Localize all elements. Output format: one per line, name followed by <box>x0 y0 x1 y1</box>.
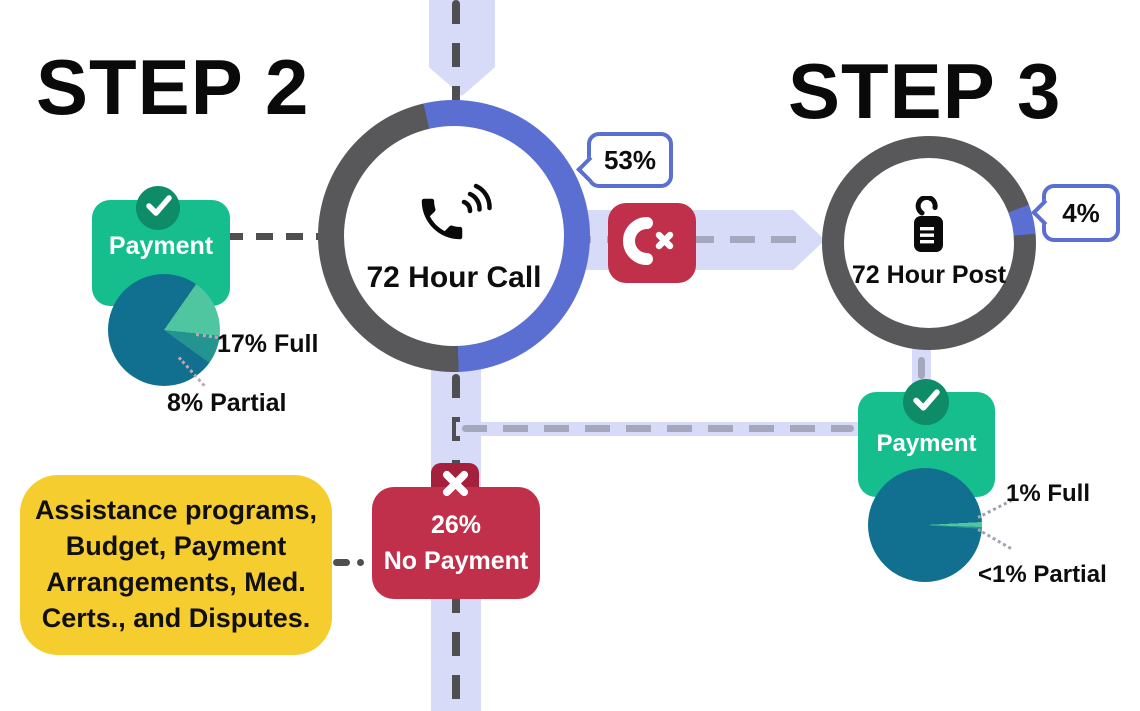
road-thin-dashed-line <box>462 425 854 432</box>
road-stub-dash <box>918 357 925 379</box>
assistance-note-line: Assistance programs, <box>34 495 318 526</box>
call-rate-value: 53% <box>603 144 657 175</box>
step3-title: STEP 3 <box>788 47 1062 135</box>
step2-title: STEP 2 <box>36 43 310 131</box>
checkmark-icon <box>145 194 172 222</box>
no-payment-percent: 26% <box>430 510 482 539</box>
left-pie-partial-label: 8% Partial <box>167 389 287 417</box>
checkmark-icon <box>912 388 940 417</box>
missed-call-box <box>608 203 696 283</box>
right-payment-label: Payment <box>876 430 977 457</box>
door-hanger-icon <box>907 194 951 259</box>
left-pie-full-label: 17% Full <box>217 330 319 358</box>
call-rate-badge: 53% <box>576 132 673 188</box>
connector-note-dot <box>357 559 364 566</box>
right-payment-check-circle <box>903 379 949 425</box>
right-payment-pie-chart <box>868 468 982 582</box>
left-payment-check-circle <box>136 186 180 230</box>
call-rate-badge-tail <box>576 156 603 183</box>
road-top-vertical <box>429 0 495 96</box>
road-top-dashed-line <box>452 0 460 106</box>
assistance-note-card: Assistance programs, Budget, Payment Arr… <box>20 475 332 655</box>
post-node-progress-ring: 72 Hour Post <box>822 136 1036 350</box>
right-pie-partial-label: <1% Partial <box>978 561 1107 588</box>
post-node-label: 72 Hour Post <box>851 261 1007 289</box>
assistance-note-line: Budget, Payment <box>65 531 287 562</box>
call-node-label: 72 Hour Call <box>366 260 542 294</box>
right-pie-full-label: 1% Full <box>1006 480 1091 507</box>
left-payment-label: Payment <box>108 232 214 260</box>
left-payment-pie-chart <box>108 274 220 386</box>
post-rate-badge-tail <box>1031 199 1058 226</box>
no-payment-label: No Payment <box>383 547 529 575</box>
connector-payment-to-call <box>226 233 324 240</box>
connector-note-dash <box>333 559 350 566</box>
call-node-progress-ring: 72 Hour Call <box>318 100 590 372</box>
no-payment-card: 26% No Payment <box>372 487 540 599</box>
post-rate-value: 4% <box>1062 197 1100 228</box>
assistance-note-line: Certs., and Disputes. <box>41 602 311 633</box>
post-rate-badge: 4% <box>1031 184 1120 242</box>
phone-ringing-icon <box>413 178 495 257</box>
right-pie-partial-leader-line <box>977 528 1012 550</box>
x-icon <box>441 469 470 503</box>
assistance-note-line: Arrangements, Med. <box>46 567 306 597</box>
missed-call-icon <box>623 213 681 274</box>
